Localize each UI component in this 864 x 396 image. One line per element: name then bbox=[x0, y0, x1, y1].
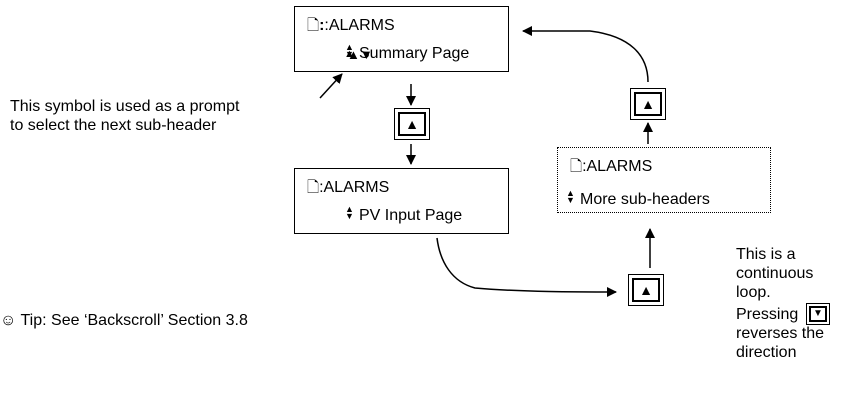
display-header: :ALARMS bbox=[319, 179, 390, 196]
more-subheaders-row: ▲▼ More sub-headers bbox=[566, 188, 710, 209]
down-arrow-icon: ▼ bbox=[813, 308, 823, 319]
page-icon: 🗋 bbox=[307, 17, 320, 34]
alarms-summary-display: 🗋::ALARMS ▲▼ bbox=[294, 6, 509, 72]
updown-prompt-icon: ▲▼ bbox=[347, 47, 373, 62]
prompt-annotation-line1: This symbol is used as a prompt bbox=[10, 98, 240, 115]
subheader-more: More sub-headers bbox=[580, 191, 710, 208]
up-arrow-icon: ▲ bbox=[641, 96, 655, 112]
summary-subheader-row: ▲▼Summary Page bbox=[345, 42, 470, 63]
up-arrow-key[interactable]: ▲ bbox=[628, 274, 664, 306]
page-icon: 🗋 bbox=[307, 179, 320, 196]
alarms-pv-input-display: 🗋:ALARMS bbox=[294, 168, 509, 234]
subheader-pv-input: PV Input Page bbox=[359, 207, 463, 224]
loop-note-line5: reverses the bbox=[736, 325, 825, 342]
prompt-pointer bbox=[319, 73, 343, 99]
down-arrow-key[interactable]: ▼ bbox=[806, 303, 830, 325]
alarms-more-subheaders-display: 🗋:ALARMS bbox=[557, 147, 771, 213]
tip-row: ☺ Tip: See ‘Backscroll’ Section 3.8 bbox=[0, 312, 248, 330]
loop-note-line2: continuous bbox=[736, 265, 814, 282]
loop-note-line6: direction bbox=[736, 344, 797, 361]
display-header: :ALARMS bbox=[582, 158, 653, 175]
updown-icon: ▲ bbox=[344, 48, 355, 60]
updown-icon: ▲▼ bbox=[566, 188, 575, 205]
tip-text: Tip: See ‘Backscroll’ Section 3.8 bbox=[20, 312, 248, 329]
subheader-summary: Summary Page bbox=[359, 45, 470, 62]
arrow-key2-to-box1 bbox=[522, 26, 649, 83]
loop-note-line1: This is a bbox=[736, 246, 796, 263]
up-arrow-key[interactable]: ▲ bbox=[394, 108, 430, 140]
smiley-icon: ☺ bbox=[0, 312, 17, 329]
display-header: :ALARMS bbox=[324, 17, 395, 34]
prompt-annotation-line2: to select the next sub-header bbox=[10, 117, 217, 134]
pv-input-subheader-row: ▲▼ PV Input Page bbox=[345, 204, 463, 225]
up-arrow-key[interactable]: ▲ bbox=[630, 88, 666, 120]
page-icon: 🗋 bbox=[570, 158, 583, 175]
updown-icon: ▲▼ bbox=[345, 204, 354, 221]
up-arrow-icon: ▲ bbox=[405, 116, 419, 132]
loop-note-line4: Pressing bbox=[736, 306, 798, 324]
pressing-label: Pressing bbox=[736, 306, 799, 323]
updown-icon: ▲▼ bbox=[345, 42, 354, 59]
up-arrow-icon: ▲ bbox=[639, 282, 653, 298]
arrow-box2-to-key3 bbox=[436, 237, 617, 297]
loop-note-line3: loop. bbox=[736, 284, 771, 301]
